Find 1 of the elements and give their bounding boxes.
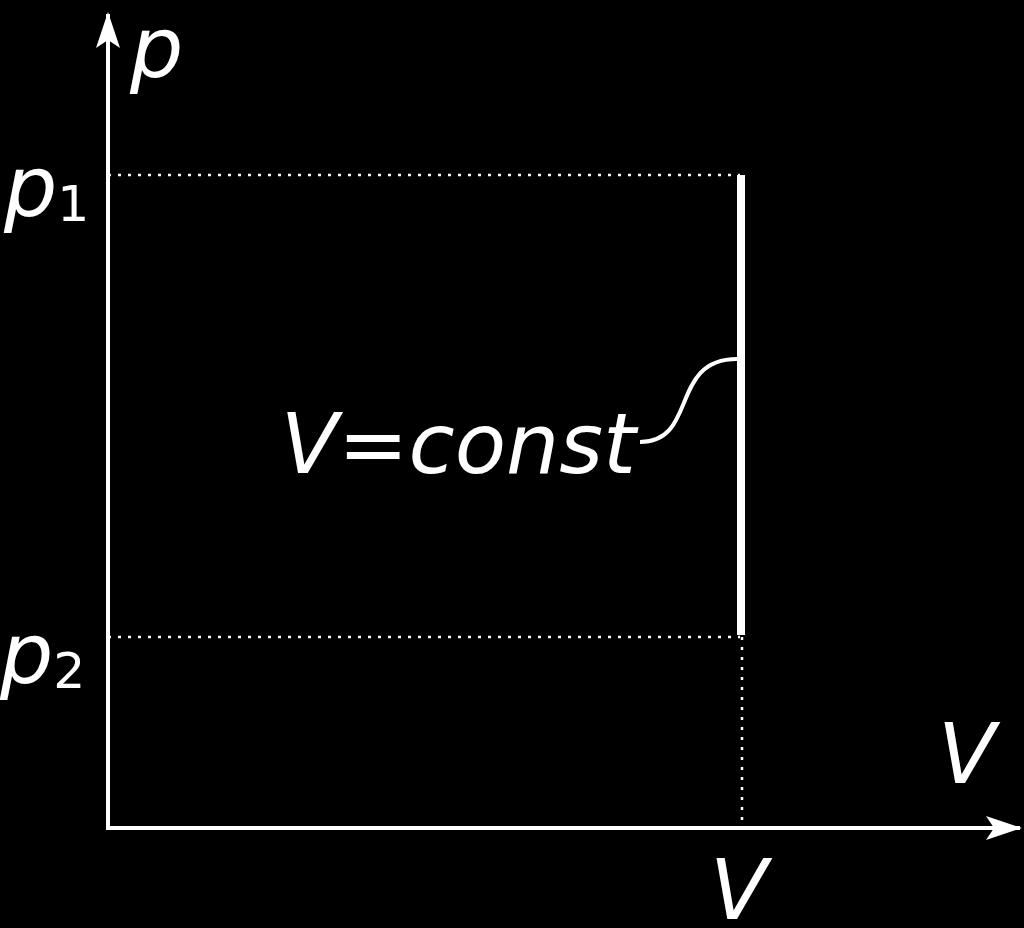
leader-line [639, 357, 738, 444]
